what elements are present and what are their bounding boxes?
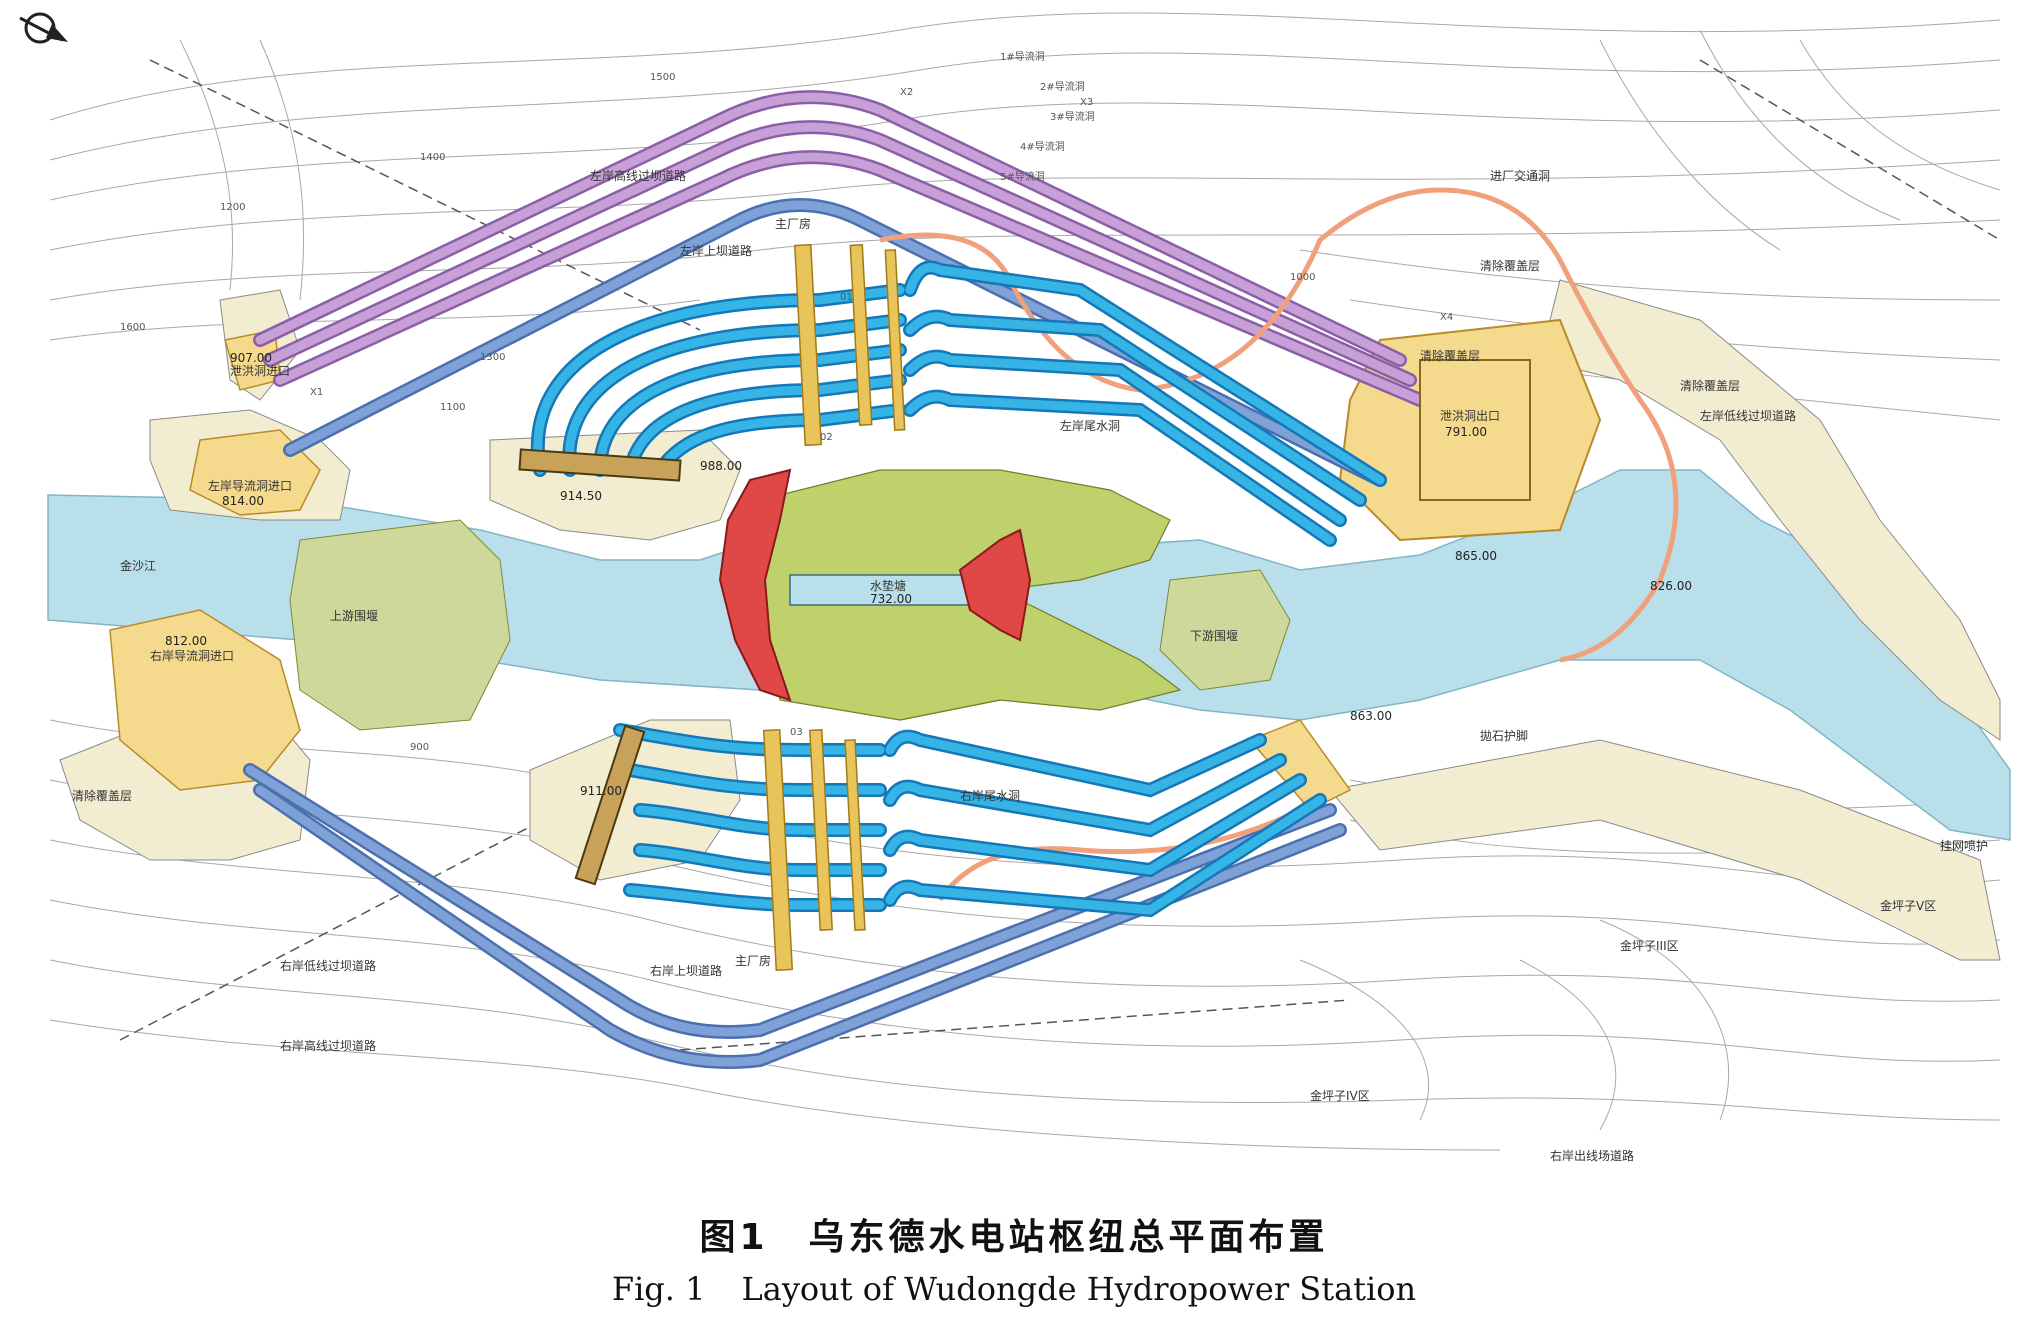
left-diversion-tunnels [253,90,1427,407]
label-river-elev-3: 863.00 [1350,709,1392,723]
label-left-transport: 左岸低线过坝道路 [1700,408,1796,423]
map-labels: 泄洪洞进口 907.00 左岸导流洞进口 814.00 右岸导流洞进口 812.… [72,50,1988,1163]
caption-english: Fig. 1 Layout of Wudongde Hydropower Stat… [0,1270,2028,1308]
label-diversion-2: 2#导流洞 [1040,80,1085,93]
label-left-highline-road: 左岸高线过坝道路 [590,168,686,183]
right-diversion-excavation [109,609,301,791]
right-intake [574,724,646,886]
left-powerhouse [793,243,906,447]
left-intake [518,448,682,482]
label-flood-outlet-elev: 791.00 [1445,425,1487,439]
label-x1: X1 [310,387,323,398]
label-lower-cofferdam: 下游围堰 [1190,629,1238,643]
label-clear-cover-1: 清除覆盖层 [1480,258,1540,273]
flood-outlet [1419,359,1531,501]
label-contour-1600: 1600 [120,322,145,333]
arch-dam [718,468,792,702]
label-right-tailrace: 右岸尾水洞 [960,788,1020,803]
plunge-pool [789,574,991,606]
right-powerhouse [762,728,866,972]
label-left-road: 左岸上坝道路 [680,243,752,258]
tailrace-tunnels [243,198,1387,1069]
lower-cofferdam-shape [1159,569,1291,691]
caption-cn-fig: 图1 [699,1217,769,1258]
label-right-diversion-inlet-elev: 812.00 [165,634,207,648]
label-dam-crest-elev: 988.00 [700,459,742,473]
upper-cofferdam-shape [289,519,511,731]
caption-en-title: Layout of Wudongde Hydropower Station [741,1270,1417,1308]
left-bank-terrace [1539,279,2001,741]
label-plunge-pool-elev: 732.00 [870,592,912,606]
label-diversion-3: 3#导流洞 [1050,110,1095,123]
caption-cn-title: 乌东德水电站枢纽总平面布置 [808,1217,1329,1258]
label-diversion-1: 1#导流洞 [1000,50,1045,63]
label-contour-900: 900 [410,742,429,753]
label-contour-1300: 1300 [480,352,505,363]
label-right-road: 右岸上坝道路 [650,963,722,978]
label-contour-1400: 1400 [420,152,445,163]
access-road-right [937,807,1302,902]
label-unit-01: 01 [840,292,853,303]
label-flood-outlet: 泄洪洞出口 [1440,409,1500,423]
label-jinsha-river: 金沙江 [120,558,156,573]
label-left-intake-elev: 914.50 [560,489,602,503]
label-village-3: 金坪子III区 [1620,938,1679,953]
right-bank-terrace [1329,739,2001,961]
label-right-diversion-inlet: 右岸导流洞进口 [150,648,234,663]
label-right-highline-road: 右岸高线过坝道路 [280,1038,376,1053]
label-contour-1500: 1500 [650,72,675,83]
label-contour-1100: 1100 [440,402,465,413]
access-road [879,187,1679,663]
right-penstocks [613,723,1327,918]
label-unit-02: 02 [820,432,833,443]
label-diversion-5: 5#导流洞 [1000,170,1045,183]
caption-chinese: 图1 乌东德水电站枢纽总平面布置 [0,1208,2028,1260]
label-revetment: 拋石护脚 [1480,728,1528,743]
left-penstocks [531,260,1387,547]
label-x3: X3 [1080,97,1093,108]
label-left-main-powerhouse: 主厂房 [775,216,811,231]
label-contour-1000: 1000 [1290,272,1315,283]
label-contour-1200: 1200 [220,202,245,213]
label-left-tailrace: 左岸尾水洞 [1060,418,1120,433]
label-village-4: 金坪子IV区 [1310,1088,1370,1103]
caption-en-fig: Fig. 1 [611,1270,706,1308]
label-clear-cover-3: 清除覆盖层 [1680,378,1740,393]
label-right-lowline-road: 右岸低线过坝道路 [280,958,376,973]
label-left-diversion-inlet-elev: 814.00 [222,494,264,508]
label-river-elev-1: 865.00 [1455,549,1497,563]
label-plunge-pool: 水垫塘 [870,578,906,593]
right-intake-terrace [529,719,741,881]
label-left-flood-tunnel-inlet-elev: 907.00 [230,351,272,365]
label-diversion-4: 4#导流洞 [1020,140,1065,153]
label-right-road-2: 右岸出线场道路 [1550,1148,1634,1163]
label-clear-cover-4: 清除覆盖层 [72,788,132,803]
label-clear-cover-2: 清除覆盖层 [1420,348,1480,363]
label-right-main-powerhouse: 主厂房 [735,953,771,968]
north-arrow-icon [19,12,68,44]
label-river-elev-2: 826.00 [1650,579,1692,593]
label-left-diversion-inlet: 左岸导流洞进口 [208,478,292,493]
label-x4: X4 [1440,312,1453,323]
label-x2: X2 [900,87,913,98]
label-village-5: 金坪子V区 [1880,898,1936,913]
label-unit-03: 03 [790,727,803,738]
label-left-flood-tunnel-inlet: 泄洪洞进口 [230,364,290,378]
layout-map: 泄洪洞进口 907.00 左岸导流洞进口 814.00 右岸导流洞进口 812.… [19,12,2011,1163]
secondary-dam [958,528,1032,642]
label-access-road: 进厂交通洞 [1490,168,1550,183]
label-slope-protection: 挂网喷护 [1940,839,1988,853]
label-right-intake-elev: 911.00 [580,784,622,798]
label-upper-cofferdam: 上游围堰 [330,609,378,623]
